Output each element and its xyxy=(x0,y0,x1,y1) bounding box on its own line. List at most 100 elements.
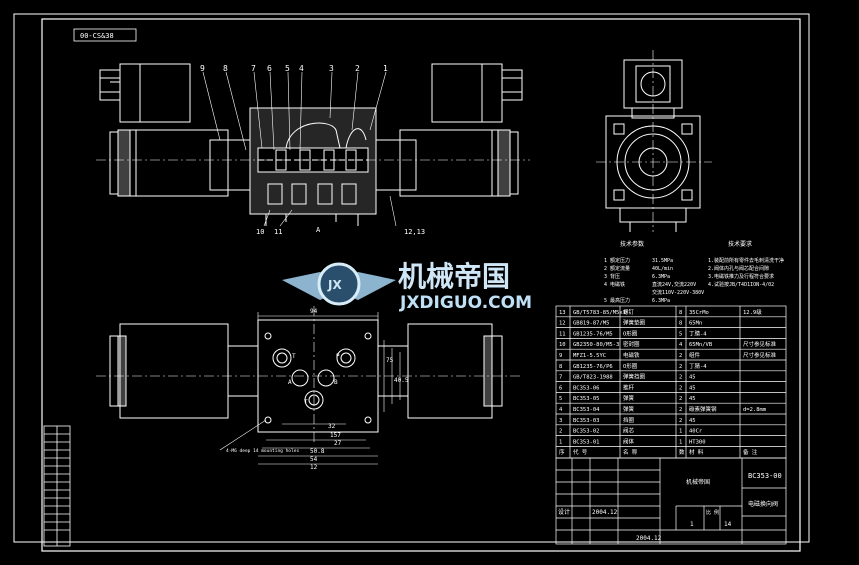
title-name: 电磁换向阀 xyxy=(748,500,778,508)
bom-cell-mat: 45 xyxy=(689,418,696,424)
plan-dimensions xyxy=(219,312,401,465)
param-v-2: 6.3MPa xyxy=(652,274,670,280)
title-company: 机械帝国 xyxy=(686,478,710,486)
param-k-0: 1 额定压力 xyxy=(604,257,630,264)
side-view xyxy=(596,50,712,232)
port-t2: T xyxy=(304,399,308,406)
bom-cell-no: 13 xyxy=(559,310,566,316)
bom-cell-code: BC353-06 xyxy=(573,385,600,391)
title-block-grid xyxy=(555,457,787,545)
bom-cell-name: 推杆 xyxy=(623,383,635,391)
param-k-5: 5 最高压力 xyxy=(604,297,630,304)
title-drawing-no: BC353-00 xyxy=(748,472,782,480)
bom-cell-mat: 65Mn/VB xyxy=(689,342,713,348)
bom-cell-qty: 2 xyxy=(679,375,682,381)
bom-cell-name: 弹簧挡圈 xyxy=(623,373,646,381)
bom-cell-no: 11 xyxy=(559,331,566,337)
port-b: B xyxy=(334,379,338,386)
callout-12-13: 12,13 xyxy=(404,228,425,236)
bom-cell-note: d=2.8mm xyxy=(743,407,767,413)
bom-cell-qty: 1 xyxy=(679,429,682,435)
bom-cell-mat: HT300 xyxy=(689,439,706,445)
bom-header-mat: 材 料 xyxy=(689,448,704,456)
bom-cell-name: O形圈 xyxy=(623,362,638,370)
tech-section: 技术参数 技术要求 1 额定压力 31.5MPa 2 额定流量 40L/min … xyxy=(604,240,784,304)
bom-cell-qty: 2 xyxy=(679,353,682,359)
bom-cell-qty: 2 xyxy=(679,418,682,424)
balloon-6: 6 xyxy=(267,64,272,73)
bom-cell-code: GB1235-76/M5 xyxy=(573,331,613,337)
dim-d4: 27 xyxy=(334,440,342,447)
bom-cell-qty: 8 xyxy=(679,310,682,316)
title-sheets: 14 xyxy=(724,521,732,528)
bom-cell-no: 5 xyxy=(559,396,562,402)
outer-border xyxy=(13,13,810,543)
param-v-5: 6.3MPa xyxy=(652,298,670,304)
balloon-2: 2 xyxy=(355,64,360,73)
bom-cell-code: GB1235-76/P6 xyxy=(573,364,613,370)
bom-cell-name: O形圈 xyxy=(623,329,638,337)
bom-cell-note: 尺寸参见标准 xyxy=(743,340,777,348)
balloon-8: 8 xyxy=(223,64,228,73)
inner-border xyxy=(41,18,801,552)
left-revision-strip xyxy=(43,425,71,547)
balloon-labels: 9 8 7 6 5 4 3 2 1 10 11 12,13 A xyxy=(200,64,425,236)
dim-d8: 12 xyxy=(310,464,318,471)
bom-cell-no: 12 xyxy=(559,321,566,327)
bom-cell-code: BC353-02 xyxy=(573,429,600,435)
bom-cell-qty: 4 xyxy=(679,342,683,348)
bom-cell-qty: 2 xyxy=(679,364,682,370)
bom-cell-code: BC353-04 xyxy=(573,407,600,413)
balloon-5: 5 xyxy=(285,64,290,73)
title-sheet: 1 xyxy=(690,521,694,528)
watermark-badge: JX xyxy=(327,278,342,292)
bom-cell-mat: 45 xyxy=(689,385,696,391)
watermark: JX 机械帝国 JXDIGUO.COM xyxy=(282,260,532,313)
bom-cell-no: 4 xyxy=(559,407,563,413)
bom-cell-name: 电磁铁 xyxy=(623,351,640,359)
bom-cell-mat: 丁腈-4 xyxy=(689,329,707,337)
bom-table-grid xyxy=(555,305,787,459)
balloon-3: 3 xyxy=(329,64,334,73)
bom-cell-name: 螺钉 xyxy=(623,308,635,316)
bom-cell-note: 尺寸参见标准 xyxy=(743,351,777,359)
watermark-en: JXDIGUO.COM xyxy=(399,293,532,313)
bom-cell-no: 3 xyxy=(559,418,562,424)
param-k-3: 4 电磁铁 xyxy=(604,281,625,288)
dim-d5: 40.5 xyxy=(394,377,409,384)
bom-header-note: 备 注 xyxy=(743,448,758,456)
callout-11: 11 xyxy=(274,228,282,236)
bom-cell-code: BC353-05 xyxy=(573,396,600,402)
bom-cell-mat: 65Mn xyxy=(689,321,702,327)
title-block: BC353-00 电磁换向阀 机械帝国 2004.12 2004.12 设计 比… xyxy=(558,472,782,542)
balloon-7: 7 xyxy=(251,64,256,73)
bom-header-name: 名 称 xyxy=(623,448,638,456)
bom-cell-code: GB819-87/M5 xyxy=(573,321,609,327)
param-k-1: 2 额定流量 xyxy=(604,265,630,272)
bom-header-no: 序 xyxy=(559,448,565,456)
bom-cell-mat: 45 xyxy=(689,375,696,381)
bom-cell-no: 7 xyxy=(559,375,562,381)
bom-cell-qty: 8 xyxy=(679,321,682,327)
bom-cell-name: 弹簧 xyxy=(623,405,635,413)
bom-cell-code: GB/T5783-85/M5x1 xyxy=(573,310,626,316)
req-2: 3.电磁铁推力及行程符合要求 xyxy=(708,273,774,280)
title-date-1: 2004.12 xyxy=(592,509,618,516)
bom-cell-name: 弹簧垫圈 xyxy=(623,319,646,327)
balloon-leaders xyxy=(202,71,397,227)
bom-cell-qty: 1 xyxy=(679,439,682,445)
bom-cell-code: GB2350-80/M5-3 xyxy=(573,342,619,348)
drawing-code-tag: 00-CS&38 xyxy=(80,32,114,40)
port-a: A xyxy=(288,379,292,386)
bom-cell-mat: 组件 xyxy=(689,351,701,359)
port-t1: T xyxy=(292,353,296,360)
param-v-1: 40L/min xyxy=(652,266,673,272)
watermark-cn: 机械帝国 xyxy=(398,260,510,293)
bom-cell-code: BC353-03 xyxy=(573,418,600,424)
callout-10: 10 xyxy=(256,228,264,236)
bom-cell-qty: 2 xyxy=(679,385,682,391)
req-1: 2.阀体内孔与阀芯配合间隙 xyxy=(708,265,769,272)
bom-cell-no: 10 xyxy=(559,342,566,348)
bom-cell-name: 弹簧 xyxy=(623,394,635,402)
param-v-0: 31.5MPa xyxy=(652,258,673,264)
